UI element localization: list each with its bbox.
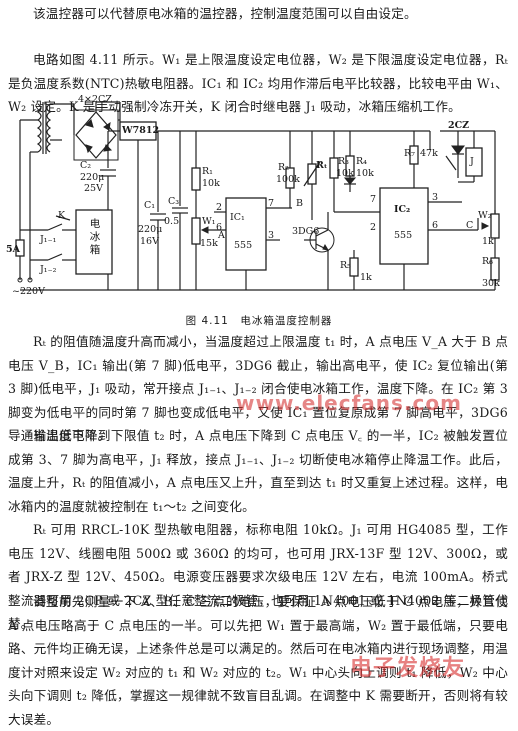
regulator-label: W7812 (122, 125, 160, 136)
transistor-label: 3DG6 (292, 226, 320, 237)
ic1-pin7: 7 (268, 198, 275, 209)
mains-label: ~220V (12, 286, 45, 297)
node-b-label: B (296, 198, 303, 209)
intro-paragraph: 该温控器可以代替原电冰箱的温控器，控制温度范围可以自由设定。 (33, 6, 417, 21)
r5-value: 1k (360, 272, 372, 283)
c2-value: 220μ (80, 172, 105, 183)
r2-label: R₂ (278, 162, 289, 173)
c3-value: 0.5 (164, 216, 180, 227)
ic1-pin2: 2 (216, 202, 223, 213)
r4-label: R₄ (356, 156, 367, 167)
figure-caption: 图 4.11 电冰箱温度控制器 (185, 315, 333, 327)
circuit-schematic: 4×2CZ W7812 C₂ 220μ 25V C₁ 220μ 16V C₃ 0… (0, 90, 518, 310)
r1-label: R₁ (202, 166, 213, 177)
ic2-pin2: 2 (370, 222, 377, 233)
fridge-label: 电 冰 箱 (89, 218, 101, 256)
fuse-label: 5A (6, 244, 20, 255)
node-c-label: C (466, 220, 474, 231)
node-a-label: A (218, 230, 225, 241)
watermark-logo: 电子发烧友 (350, 656, 466, 681)
r5-label: R₅ (340, 260, 351, 271)
ic2-pin6: 6 (432, 220, 439, 231)
ic1-pin6: 6 (216, 222, 223, 233)
cooling-cycle-paragraph: 当温度下降到下限值 t₂ 时，A 点电压下降到 C 点电压 V꜀ 的一半，IC₂… (8, 428, 508, 514)
parts-paragraph: Rₜ 可用 RRCL-10K 型热敏电阻器，标称电阻 10kΩ。J₁ 可用 HG… (8, 522, 508, 631)
w2-value: 1k (482, 236, 494, 247)
c2-voltage: 25V (84, 183, 103, 194)
c1-voltage: 16V (140, 236, 159, 247)
circuit-description-paragraph: 电路如图 4.11 所示。W₁ 是上限温度设定电位器，W₂ 是下限温度设定电位器… (8, 52, 508, 114)
contact-j11-label: J₁₋₁ (40, 234, 57, 245)
c1-label: C₁ (144, 200, 156, 211)
switch-k-label: K (58, 210, 66, 221)
schematic-drawing (15, 101, 500, 291)
w2-label: W₂ (478, 210, 492, 221)
r7-label: R₇ (404, 148, 415, 159)
c2-label: C₂ (80, 160, 92, 171)
w1-value: 15k (200, 238, 218, 249)
ic1-pin3: 3 (268, 230, 275, 241)
bridge-label: 4×2CZ (78, 94, 112, 105)
r3-label: R₃ (338, 156, 349, 167)
ic2-type: 555 (394, 230, 413, 241)
c3-label: C₃ (168, 196, 180, 207)
operation-paragraph: Rₜ 的阻值随温度升高而减小，当温度超过上限温度 t₁ 时，A 点电压 V_A … (8, 334, 508, 443)
w1-label: W₁ (202, 216, 216, 227)
ic1-label: IC₁ (230, 212, 245, 223)
contact-j12-label: J₁₋₂ (40, 264, 57, 275)
r4-value: 10k (356, 168, 374, 179)
ic2-label: IC₂ (394, 204, 411, 215)
r3-value: 10k (336, 168, 354, 179)
ic2-pin7: 7 (370, 194, 377, 205)
r6-label: R₆ (482, 256, 493, 267)
relay-label: J (470, 156, 474, 167)
r7-value: 47k (420, 148, 438, 159)
r2-value: 100k (276, 174, 300, 185)
rt-label: Rₜ (316, 160, 328, 171)
r6-value: 30k (482, 278, 500, 289)
r1-value: 10k (202, 178, 220, 189)
ic1-type: 555 (234, 240, 253, 251)
diode-label: 2CZ (448, 120, 470, 131)
watermark-text: www.elecfans.com (236, 391, 462, 415)
c1-value: 220μ (138, 224, 163, 235)
ic2-pin3: 3 (432, 192, 439, 203)
